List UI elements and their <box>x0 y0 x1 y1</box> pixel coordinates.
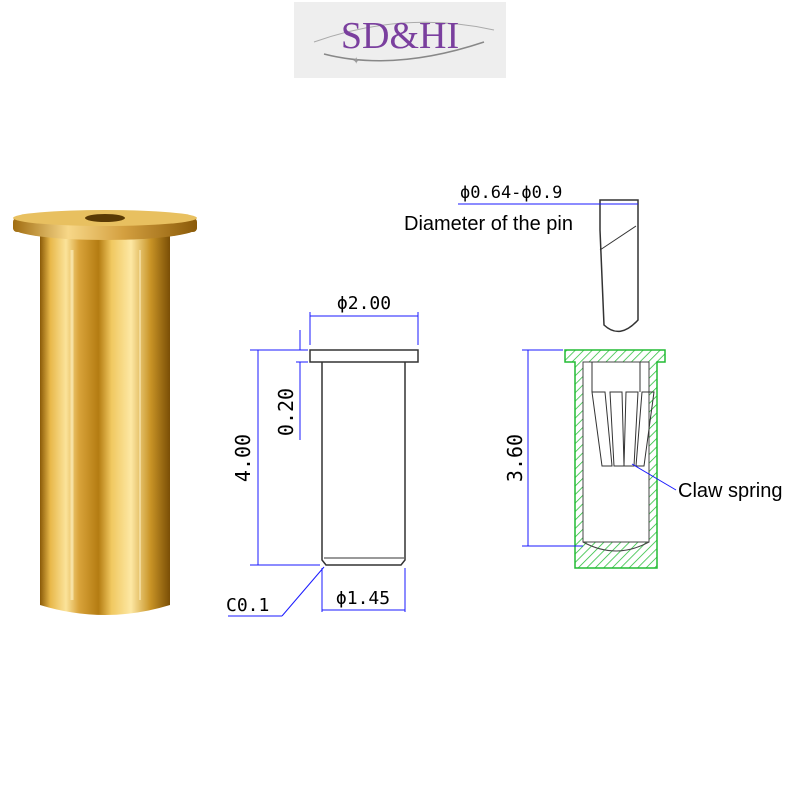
pin-label: Diameter of the pin <box>404 213 573 235</box>
svg-text:✦: ✦ <box>352 56 360 67</box>
length-label: 4.00 <box>231 434 255 482</box>
gold-pin-photo <box>13 210 197 615</box>
chamfer-label: C0.1 <box>226 595 269 616</box>
logo-text: SD&HI <box>341 15 459 57</box>
pin-diameter-range-label: ϕ0.64-ϕ0.9 <box>460 183 562 203</box>
claw-spring-label: Claw spring <box>678 480 782 502</box>
part-outline-drawing: ϕ2.00 4.00 0.20 ϕ1.45 C0.1 <box>226 293 419 617</box>
brand-logo: SD&HI ✦ <box>294 2 506 78</box>
body-diameter-label: ϕ1.45 <box>336 588 390 609</box>
depth-label: 3.60 <box>503 434 527 482</box>
section-drawing: ϕ0.64-ϕ0.9 Diameter of the pin 3.60 Claw… <box>404 183 782 569</box>
flange-diameter-label: ϕ2.00 <box>337 293 391 314</box>
flange-thickness-label: 0.20 <box>274 388 298 436</box>
